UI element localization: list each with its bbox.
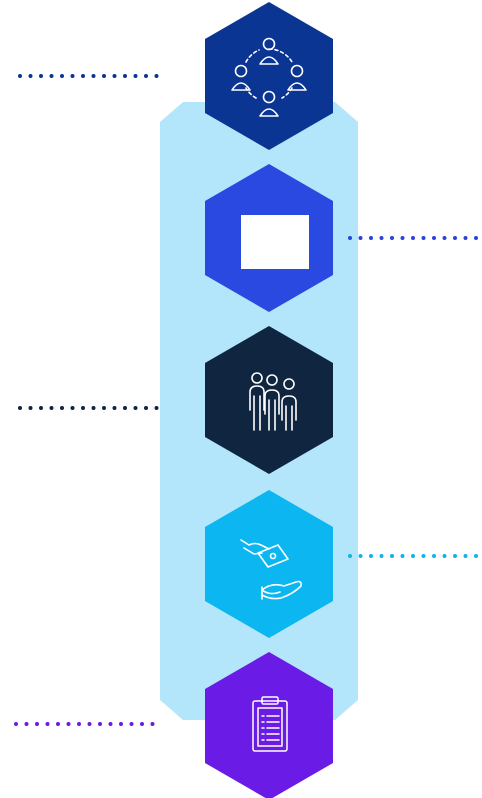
step-payment [205,490,482,638]
clipboard-checklist-icon [252,696,288,752]
people-network-icon [231,37,307,117]
step-screen [205,164,482,312]
blank-screen-icon [241,215,309,269]
hexagon-payment [205,490,333,638]
hexagon-network [205,2,333,150]
step-checklist [14,652,333,798]
hexagon-checklist [205,652,333,798]
team-group-icon [249,372,297,431]
hand-money-icon [240,539,302,600]
step-team [18,326,333,474]
step-network [18,2,333,150]
